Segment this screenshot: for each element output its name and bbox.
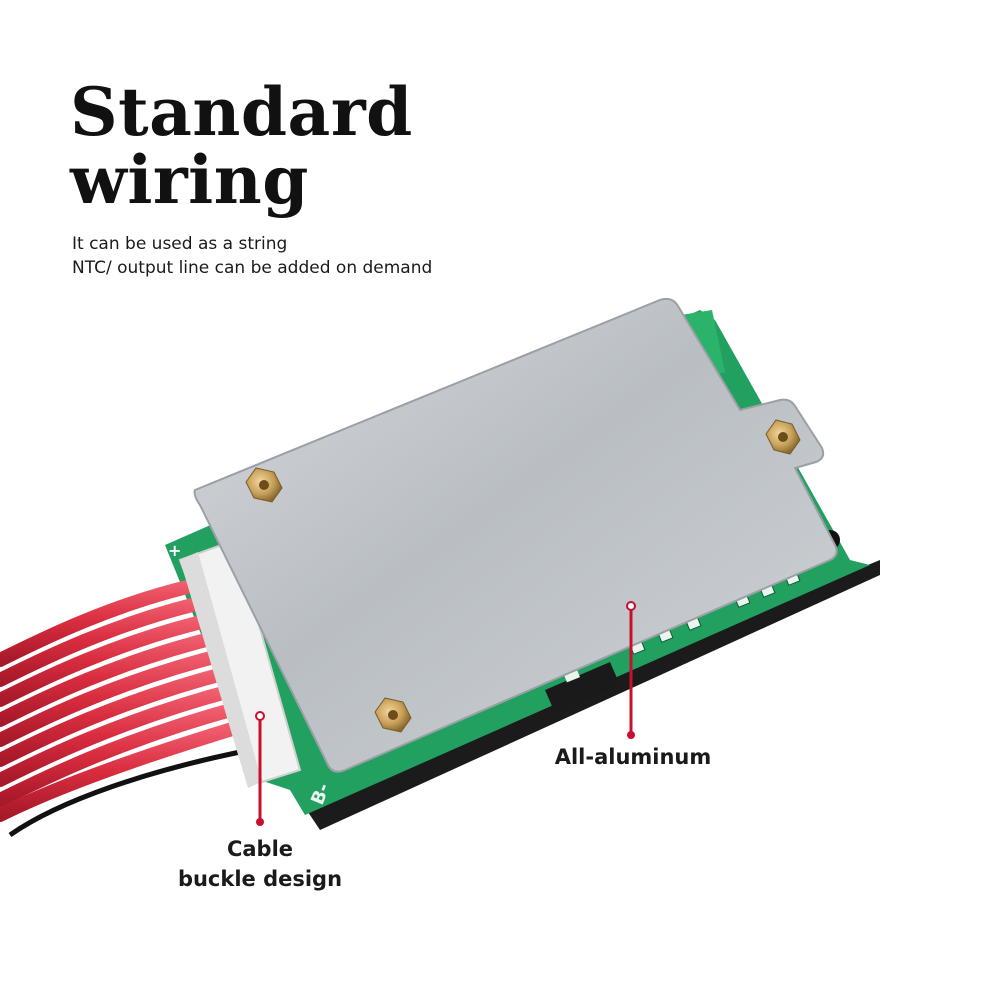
brass-nut-icon [245, 467, 283, 503]
cable-callout-marker [255, 711, 265, 826]
subtitle-line-1: It can be used as a string [72, 234, 288, 254]
cable-callout-line-1: Cable [226, 837, 294, 861]
cable-callout-line-2: buckle design [177, 867, 343, 891]
title-line-2: wiring [70, 141, 309, 219]
page-title: Standard wiring [70, 78, 413, 214]
subtitle-line-2: NTC/ output line can be added on demand [72, 258, 433, 278]
title-line-1: Standard [70, 73, 413, 151]
black-wire [8, 747, 251, 838]
wire-connector [178, 538, 302, 788]
brass-nut-icon [374, 697, 412, 733]
aluminum-callout-marker [626, 601, 636, 739]
aluminum-callout-label: All-aluminum [548, 742, 718, 772]
brass-nut-icon [765, 419, 801, 455]
cable-callout-label: Cable buckle design [160, 834, 360, 894]
aluminum-cover [193, 297, 838, 773]
subtitle: It can be used as a string NTC/ output l… [72, 232, 432, 280]
aluminum-callout-text: All-aluminum [554, 745, 712, 769]
plus-marking: + [168, 541, 181, 560]
red-wire-bundle [0, 575, 249, 822]
smd-chip [545, 662, 620, 713]
